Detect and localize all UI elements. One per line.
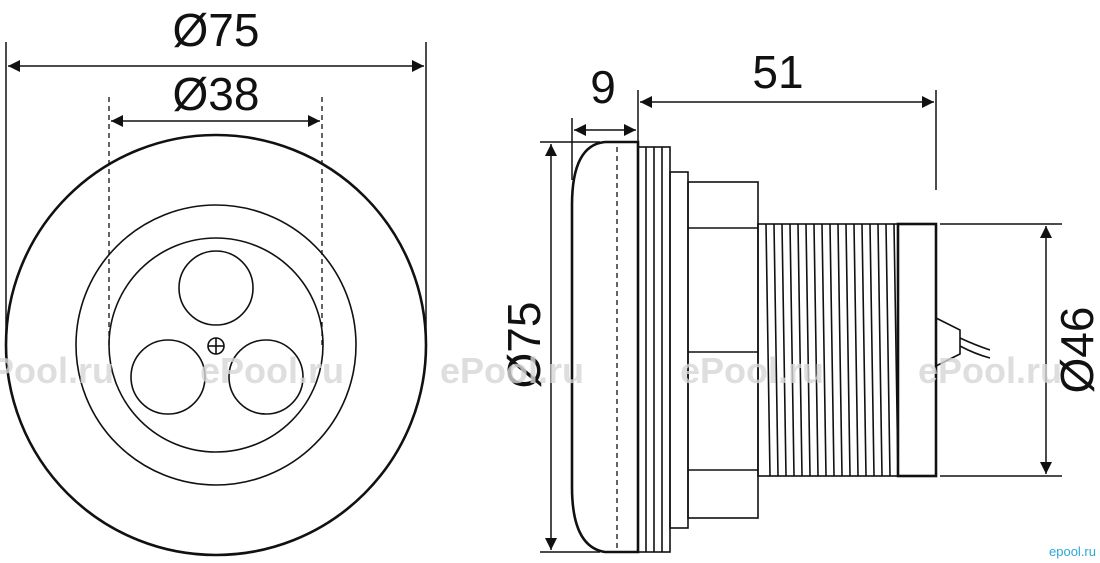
thread-line <box>877 223 883 477</box>
watermark-text: ePool.ru <box>440 350 584 391</box>
side-flange-diameter-label: Ø75 <box>498 302 550 389</box>
thread-line <box>837 223 843 477</box>
thread-line <box>845 223 851 477</box>
side-view: 9 51 Ø75 Ø46 <box>498 46 1100 554</box>
thread-line <box>821 223 827 477</box>
watermark-text: ePool.ru <box>918 350 1062 391</box>
thread-line <box>765 223 771 477</box>
thread-line <box>789 223 795 477</box>
side-thread-lines <box>765 223 899 477</box>
watermark-row: ePool.ru ePool.ru ePool.ru ePool.ru ePoo… <box>0 350 1062 391</box>
led-right <box>228 339 304 415</box>
side-flange-thickness-dimension: 9 <box>571 61 639 180</box>
thread-line <box>781 223 787 477</box>
watermark-text: ePool.ru <box>680 350 824 391</box>
side-flange-ridges <box>645 147 663 552</box>
thread-line <box>805 223 811 477</box>
led-top <box>178 250 254 326</box>
front-middle-ring <box>75 204 357 486</box>
front-outer-dimension: Ø75 <box>5 4 427 345</box>
epool-logo: epool.ru <box>1049 544 1096 559</box>
led-left <box>130 339 206 415</box>
cable-gland <box>935 317 991 367</box>
front-inner-dimension: Ø38 <box>108 68 323 345</box>
center-screw-icon <box>207 337 225 355</box>
side-body-length-label: 51 <box>752 46 803 98</box>
thread-line <box>885 223 891 477</box>
watermark-text: ePool.ru <box>0 350 114 391</box>
watermark-text: ePool.ru <box>200 350 344 391</box>
thread-line <box>797 223 803 477</box>
front-outer-diameter-label: Ø75 <box>173 4 260 56</box>
front-view: Ø75 Ø38 <box>4 4 428 557</box>
side-thread-diameter-label: Ø46 <box>1051 307 1100 394</box>
side-flange-thickness-label: 9 <box>590 61 616 113</box>
thread-line <box>813 223 819 477</box>
side-body-length-dimension: 51 <box>637 46 937 190</box>
thread-line <box>853 223 859 477</box>
thread-line <box>861 223 867 477</box>
front-inner-diameter-label: Ø38 <box>173 68 260 120</box>
thread-line <box>773 223 779 477</box>
side-thread-diameter-dimension: Ø46 <box>940 223 1100 477</box>
side-rear-cap <box>896 222 938 478</box>
thread-line <box>869 223 875 477</box>
side-flange-diameter-dimension: Ø75 <box>498 141 600 553</box>
thread-line <box>829 223 835 477</box>
side-dome-cap <box>570 140 640 554</box>
